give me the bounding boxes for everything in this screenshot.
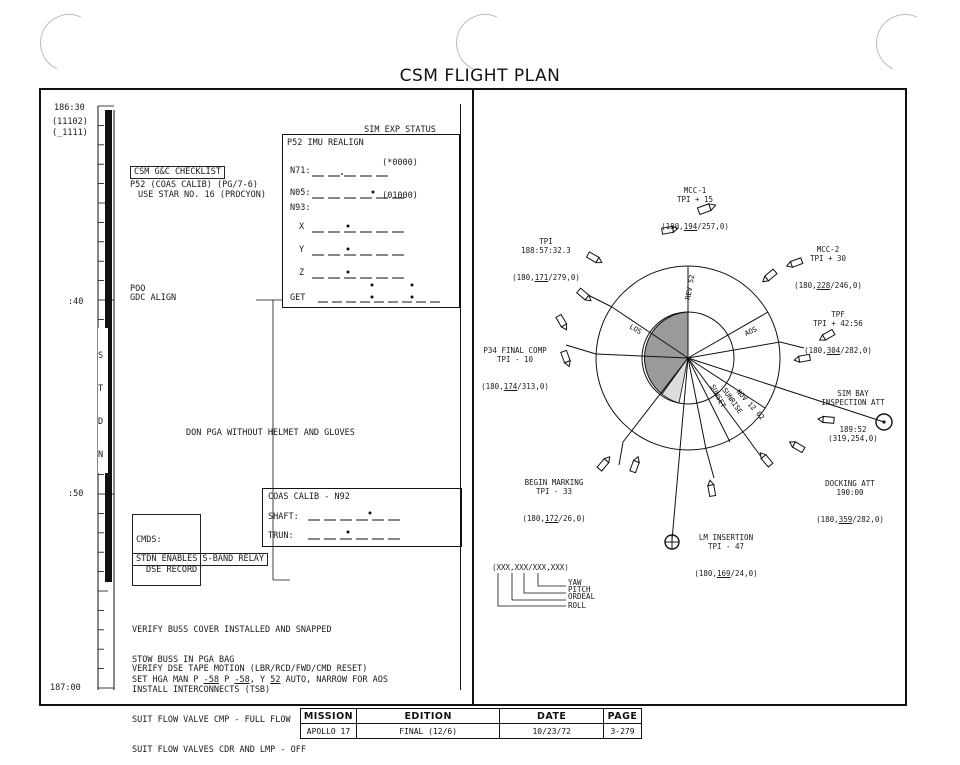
mission-value: APOLLO 17 xyxy=(300,723,357,739)
poo-program: POO xyxy=(130,284,146,294)
don-pga-instruction: DON PGA WITHOUT HELMET AND GLOVES xyxy=(186,428,355,438)
mission-header: MISSION xyxy=(300,708,357,724)
time-start: 186:30 xyxy=(54,103,85,113)
coas-calib-box xyxy=(262,488,462,547)
los-label: LOS xyxy=(628,323,643,336)
rev-52-label: REV 52 xyxy=(684,274,696,300)
dse-tape-verify: VERIFY DSE TAPE MOTION (LBR/RCD/FWD/CMD … xyxy=(132,664,368,674)
page-title: CSM FLIGHT PLAN xyxy=(399,66,561,86)
n71-label: N71: xyxy=(290,166,311,176)
attitude-format-legend: (XXX,XXX/XXX,XXX) xyxy=(492,563,569,572)
terminator-shading xyxy=(661,357,689,404)
n93-label: N93: xyxy=(290,203,311,213)
procedure-list: VERIFY BUSS COVER INSTALLED AND SNAPPED … xyxy=(132,605,332,765)
cmds-dse-record: CMDS: DSE RECORD xyxy=(132,514,202,586)
sim-exp-line xyxy=(460,104,461,690)
csm-gc-checklist-label: CSM G&C CHECKLIST xyxy=(130,166,225,179)
stdn-s-band-relay: STDN ENABLES S-BAND RELAY xyxy=(132,553,268,566)
edition-header: EDITION xyxy=(355,708,501,724)
page-number: 3-279 xyxy=(603,723,642,739)
darkness-shading xyxy=(644,311,689,395)
time-end: 187:00 xyxy=(50,683,81,693)
procedure-step: STOW BUSS IN PGA BAG xyxy=(132,655,235,665)
rendezvous-diagram: REV 52 LOS AOS SUNSET SUNRISE NOV 12 02 xyxy=(497,203,893,607)
station-stdn: S T D N xyxy=(98,328,109,473)
footer-table: MISSION EDITION DATE PAGE APOLLO 17 FINA… xyxy=(300,708,642,739)
gdc-align: GDC ALIGN xyxy=(130,293,177,303)
legend-roll: ROLL xyxy=(568,601,587,610)
date-header: DATE xyxy=(499,708,605,724)
p52-imu-realign-box xyxy=(282,134,460,308)
time-50: :50 xyxy=(68,489,84,499)
coas-entry-blanks xyxy=(308,511,400,540)
edition-value: FINAL (12/6) xyxy=(355,723,501,739)
p52-entry-blanks xyxy=(312,173,440,303)
legend-yaw: YAW xyxy=(568,578,582,587)
shaft-label: SHAFT: xyxy=(268,512,299,522)
hga-setting: SET HGA MAN P -58 P -58, Y 52 AUTO, NARR… xyxy=(132,675,388,685)
legend-ordeal: ORDEAL xyxy=(568,592,596,601)
aos-label: AOS xyxy=(743,325,758,338)
sim-bay-target-marker xyxy=(875,413,893,431)
timeline-connectors xyxy=(256,299,290,581)
config-code-1: (11102) xyxy=(52,117,88,127)
x-label: X xyxy=(299,222,305,232)
procedure-step: SUIT FLOW VALVE CMP - FULL FLOW xyxy=(132,715,291,725)
p52-box-title: P52 IMU REALIGN xyxy=(287,138,364,148)
page-header: PAGE xyxy=(603,708,642,724)
attitude-legend-bracket xyxy=(497,573,566,607)
spacecraft-icons xyxy=(555,203,836,498)
y-label: Y xyxy=(299,245,305,255)
get-label: GET xyxy=(290,293,306,303)
procedure-step: SUIT FLOW VALVES CDR AND LMP - OFF xyxy=(132,745,306,755)
trun-label: TRUN: xyxy=(268,531,294,541)
coas-box-title: COAS CALIB - N92 xyxy=(268,492,350,502)
p52-coas-calib: P52 (COAS CALIB) (PG/7-6) xyxy=(130,180,258,190)
date-value: 10/23/72 xyxy=(499,723,605,739)
time-40: :40 xyxy=(68,297,84,307)
panel-divider xyxy=(472,88,474,706)
legend-pitch: PITCH xyxy=(568,585,591,594)
procedure-step: VERIFY BUSS COVER INSTALLED AND SNAPPED xyxy=(132,625,332,635)
z-label: Z xyxy=(299,268,305,278)
radial-lines xyxy=(565,266,885,541)
sim-exp-status: SIM EXP STATUS (*0000) (01000) xyxy=(364,125,436,201)
procedure-step: INSTALL INTERCONNECTS (TSB) xyxy=(132,685,271,695)
config-code-2: (_1111) xyxy=(52,128,88,138)
n05-label: N05: xyxy=(290,188,311,198)
use-star-note: USE STAR NO. 16 (PROCYON) xyxy=(138,190,266,200)
